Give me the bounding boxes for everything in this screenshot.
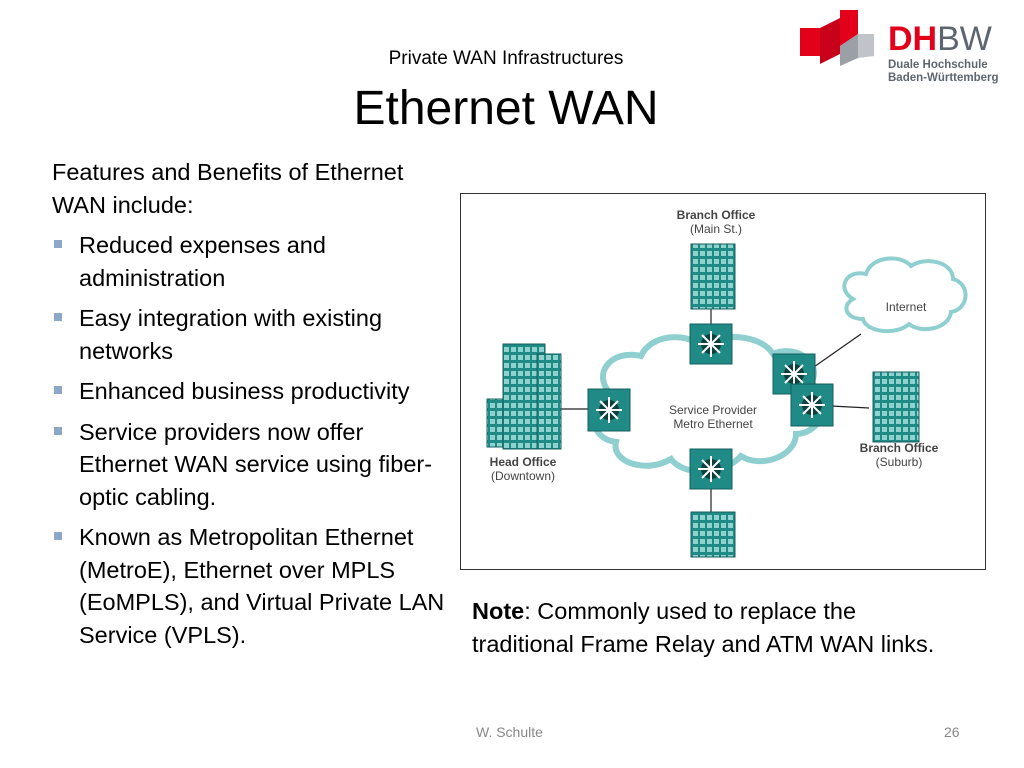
building-icon	[872, 371, 920, 443]
internet-label: Internet	[886, 300, 927, 314]
ethernet-wan-diagram: Service Provider Metro Ethernet Internet…	[460, 193, 986, 570]
logo-bw: BW	[937, 20, 992, 58]
bullet-icon	[54, 240, 62, 248]
sp-label-line2: Metro Ethernet	[673, 417, 753, 431]
head-office-title: Head Office	[490, 455, 557, 469]
dhbw-logo-mark	[800, 10, 874, 66]
branch-main-sub: (Main St.)	[690, 222, 742, 236]
building-icon	[690, 511, 736, 558]
slide-title: Ethernet WAN	[353, 82, 659, 135]
network-links	[561, 309, 870, 512]
bullet-icon	[54, 313, 62, 321]
bullet-icon	[54, 386, 62, 394]
intro-text: Features and Benefits of Ethernet WAN in…	[52, 159, 404, 218]
footer-author: W. Schulte	[476, 724, 543, 740]
feature-list-block: Features and Benefits of Ethernet WAN in…	[52, 156, 447, 659]
network-diagram-svg: Service Provider Metro Ethernet Internet…	[486, 208, 968, 558]
building-icon	[690, 243, 736, 310]
head-office-building-icon	[486, 343, 562, 450]
switch-icon	[790, 383, 834, 427]
head-office-sub: (Downtown)	[491, 469, 555, 483]
page-number: 26	[944, 724, 960, 740]
list-item: Service providers now offer Ethernet WAN…	[52, 416, 447, 514]
metro-ethernet-cloud: Service Provider Metro Ethernet	[591, 334, 827, 475]
branch-suburb-title: Branch Office	[860, 441, 939, 455]
dhbw-logo-text: DHBW Duale Hochschule Baden-Württemberg	[888, 20, 999, 85]
logo-line1: Duale Hochschule	[888, 59, 988, 71]
branch-suburb-sub: (Suburb)	[876, 455, 923, 469]
logo-dh: DH	[888, 20, 938, 58]
note-block: Note: Commonly used to replace the tradi…	[472, 595, 942, 660]
bullet-icon	[54, 532, 62, 540]
branch-main-title: Branch Office	[677, 208, 756, 222]
note-label: Note	[472, 598, 525, 624]
switch-icon	[689, 448, 733, 490]
logo-line2: Baden-Württemberg	[888, 72, 999, 84]
switch-icon	[689, 323, 733, 365]
list-item: Known as Metropolitan Ethernet (MetroE),…	[52, 521, 447, 651]
list-item: Enhanced business productivity	[52, 375, 447, 408]
feature-list: Reduced expenses and administration Easy…	[52, 229, 447, 651]
note-text: : Commonly used to replace the tradition…	[472, 598, 935, 657]
switch-icon	[587, 388, 631, 432]
list-item: Easy integration with existing networks	[52, 302, 447, 367]
dhbw-logo	[798, 6, 1008, 86]
slide-subtitle: Private WAN Infrastructures	[388, 48, 624, 69]
list-item: Reduced expenses and administration	[52, 229, 447, 294]
bullet-icon	[54, 426, 62, 435]
internet-cloud: Internet	[842, 256, 968, 334]
sp-label-line1: Service Provider	[669, 403, 757, 417]
